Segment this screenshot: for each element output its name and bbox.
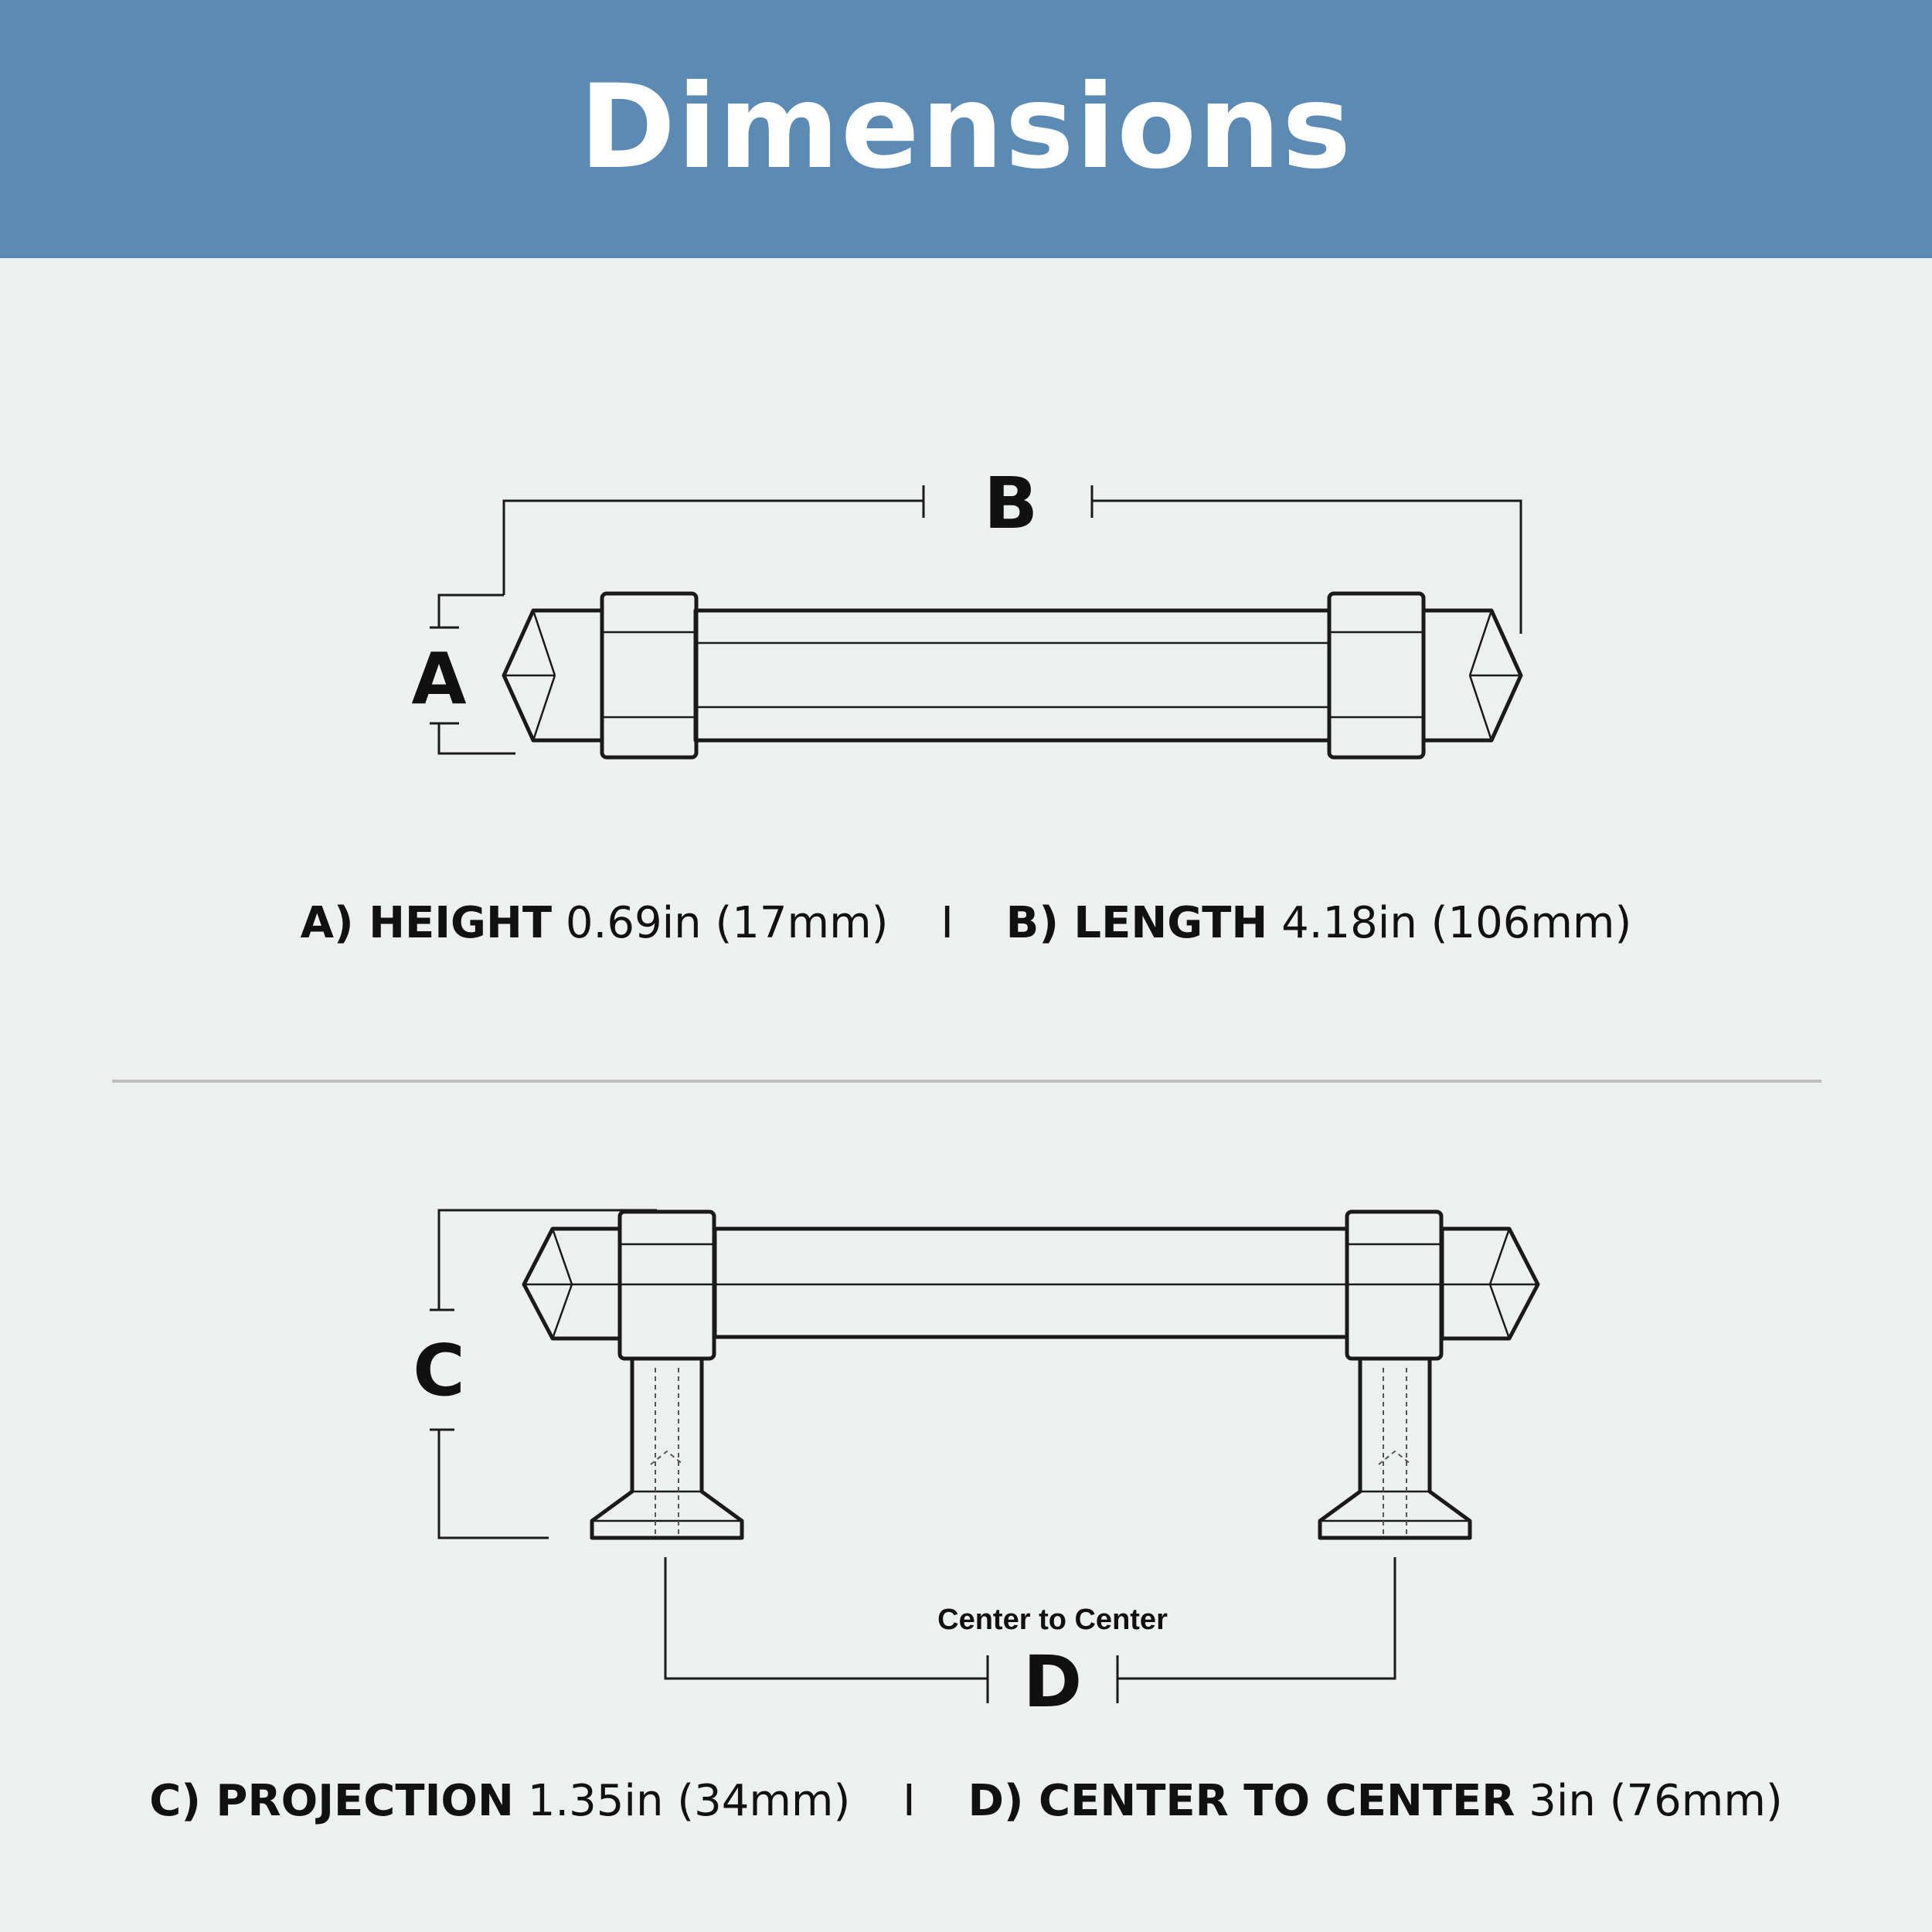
left-collar	[600, 591, 699, 760]
section-divider	[112, 1080, 1821, 1083]
right-collar	[1327, 591, 1426, 760]
dim-d-label: D	[1023, 1641, 1082, 1723]
spec-projection-key: C) PROJECTION	[149, 1776, 514, 1826]
bar-top	[693, 608, 1332, 743]
spec-height-key: A) HEIGHT	[300, 898, 553, 948]
bar-side	[713, 1226, 1349, 1339]
spec-separator: I	[940, 898, 954, 948]
right-post-screw-tip	[1378, 1450, 1412, 1465]
dim-c-label: C	[413, 1329, 465, 1412]
center-to-center-note: Center to Center	[937, 1604, 1168, 1636]
top-view-handle: B A	[411, 462, 1523, 760]
dim-a-label: A	[411, 638, 466, 720]
right-cap-facet-2	[1468, 675, 1493, 741]
right-cap-facet-1	[1468, 610, 1493, 676]
spec-height-value: 0.69in (17mm)	[565, 898, 889, 948]
spec-length-key: B) LENGTH	[1005, 898, 1268, 948]
side-right-cap-facet-1	[1488, 1228, 1511, 1285]
spec-line-bottom: C) PROJECTION 1.35in (34mm) I D) CENTER …	[0, 1776, 1932, 1826]
dim-b-right	[1092, 499, 1522, 634]
dim-b-left	[502, 499, 923, 595]
dim-a-top	[437, 594, 504, 628]
spec-line-top: A) HEIGHT 0.69in (17mm) I B) LENGTH 4.18…	[0, 898, 1932, 948]
dim-c-bottom	[437, 1430, 549, 1539]
left-cap-facet-2	[532, 675, 556, 741]
spec-center-value: 3in (76mm)	[1529, 1776, 1783, 1826]
side-view-handle: C	[413, 1209, 1540, 1723]
dim-d-left	[664, 1557, 988, 1680]
dim-a-bottom	[437, 723, 515, 755]
left-cap-facet-1	[532, 610, 556, 676]
spec-center-key: D) CENTER TO CENTER	[968, 1776, 1515, 1826]
side-left-cap-facet-1	[551, 1228, 573, 1285]
spec-projection-value: 1.35in (34mm)	[527, 1776, 851, 1826]
spec-separator: I	[903, 1776, 916, 1826]
header-banner: Dimensions	[0, 0, 1932, 258]
left-post-screw-tip	[650, 1450, 684, 1465]
dim-c-top	[437, 1209, 657, 1310]
dim-b-label: B	[984, 462, 1038, 545]
right-post	[1318, 1359, 1472, 1540]
side-left-cap-facet-2	[551, 1284, 573, 1339]
page-title: Dimensions	[579, 60, 1353, 195]
side-right-cap-facet-2	[1488, 1284, 1511, 1339]
spec-length-value: 4.18in (106mm)	[1281, 898, 1632, 948]
dim-d-right	[1117, 1557, 1396, 1680]
left-post	[590, 1359, 744, 1540]
